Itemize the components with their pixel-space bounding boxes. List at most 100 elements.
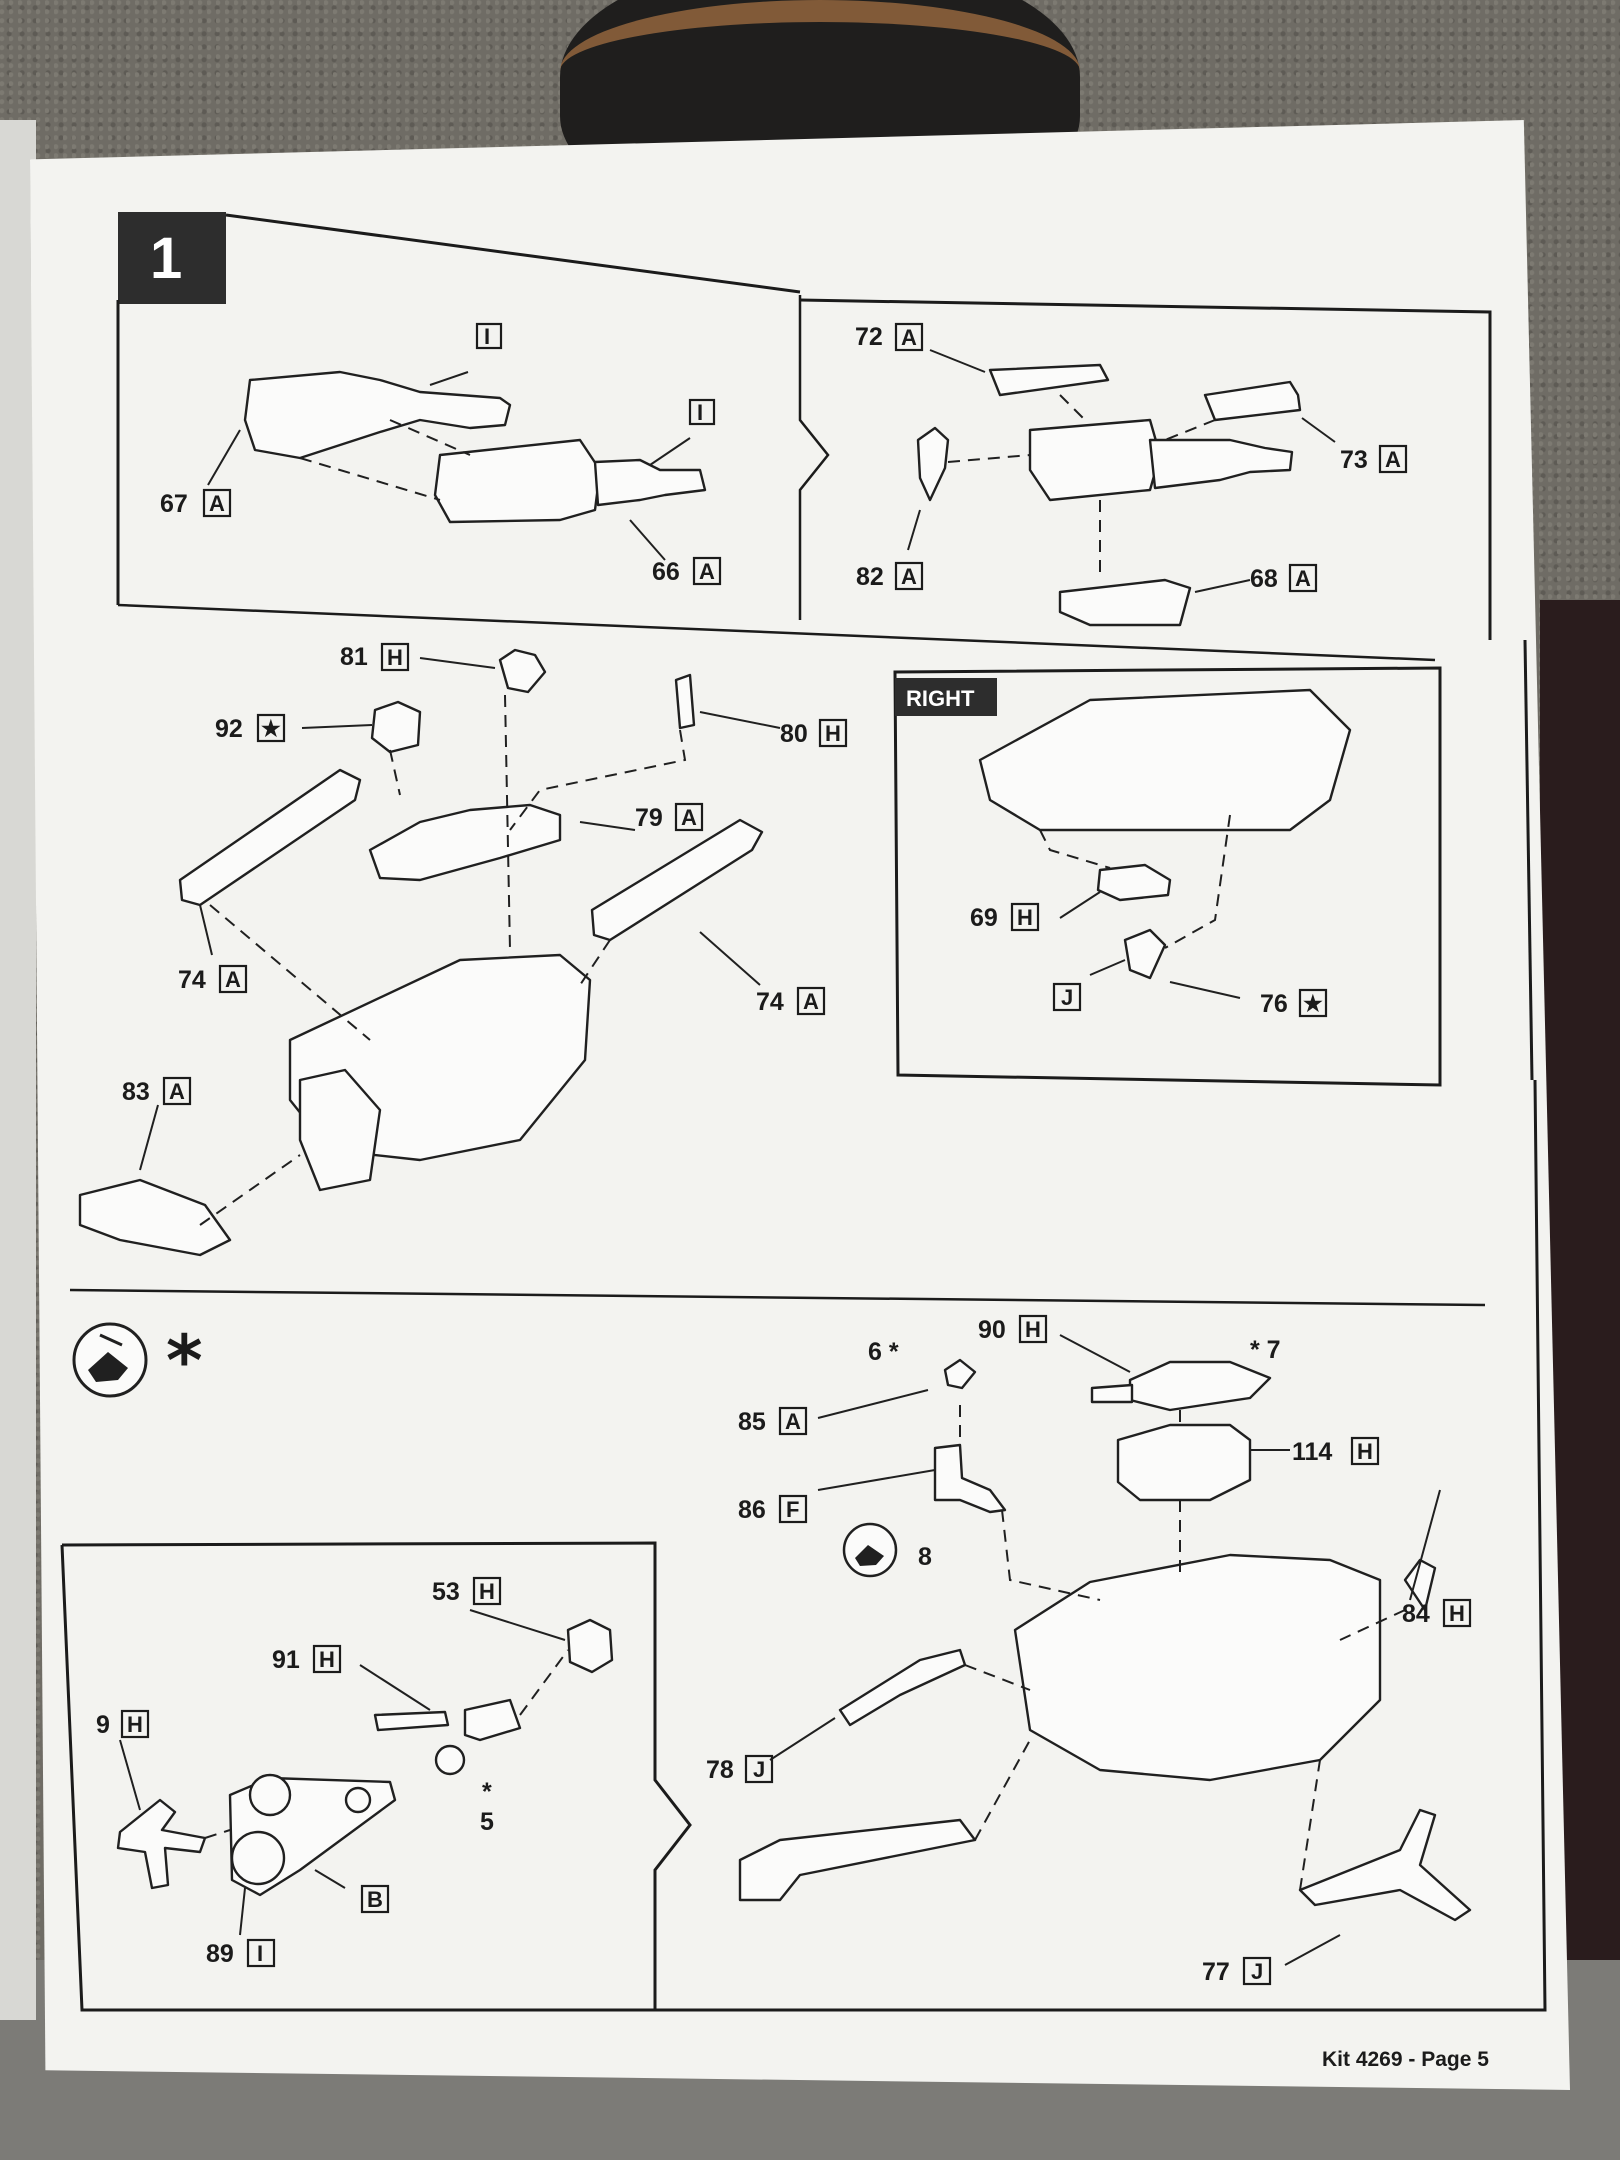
callout-p3-0: 81 H [340,642,410,672]
panel-divider-chevron-top [798,295,830,620]
svg-text:J: J [1251,1959,1263,1984]
callout-p1-1: I [688,398,716,426]
belt-inset-frame [61,1541,692,2010]
callout-p3-4: 74 A [178,964,248,994]
svg-text:76: 76 [1260,990,1288,1018]
right-tag-bg [895,678,997,716]
callout-p5-6: 77 J [1202,1956,1272,1986]
paint-icon-small [842,1522,898,1578]
paint-note-7: * 7 [1250,1336,1281,1364]
paint-note-star-5: * [482,1778,492,1806]
callout-p4-0: 69 H [970,902,1040,932]
svg-text:A: A [901,564,917,589]
svg-text:83: 83 [122,1078,150,1106]
paint-star: * [166,1320,203,1402]
svg-text:78: 78 [706,1756,734,1784]
callout-p1-3: 66 A [652,556,722,586]
paint-note-5: 5 [480,1808,494,1836]
svg-text:H: H [825,721,841,746]
frame-top [225,213,1492,640]
svg-text:A: A [681,805,697,830]
callout-p5-2: 114 H [1292,1436,1380,1466]
sheet-back-page [0,120,36,2020]
svg-text:A: A [785,1409,801,1434]
panel4-callouts: 69 H J 76 ★ [970,902,1328,1018]
svg-text:B: B [367,1887,383,1912]
svg-text:I: I [257,1941,263,1966]
callout-p6-2: 9 H [96,1709,150,1739]
panel3-callouts: 81 H 92 ★ 80 H 79 A 74 A 74 A [122,642,848,1106]
svg-text:I: I [697,400,703,425]
svg-text:74: 74 [756,988,784,1016]
transmission-assembly-art [207,370,707,561]
callout-p3-6: 83 A [122,1076,192,1106]
callout-p3-5: 74 A [756,986,826,1016]
svg-text:68: 68 [1250,565,1278,593]
svg-text:I: I [484,324,490,349]
svg-text:72: 72 [855,323,883,351]
callout-p5-5: 78 J [706,1754,774,1784]
svg-text:9: 9 [96,1711,110,1739]
svg-text:80: 80 [780,720,808,748]
callout-p2-3: 68 A [1250,563,1318,593]
right-inset-frame [893,666,1442,1087]
svg-text:114: 114 [1292,1438,1332,1466]
callout-p6-1: 91 H [272,1644,342,1674]
callout-p5-0: 90 H [978,1314,1048,1344]
callout-p4-2: 76 ★ [1260,988,1328,1018]
svg-text:85: 85 [738,1408,766,1436]
svg-text:67: 67 [160,490,188,518]
panel1-callouts: I I 67 A 66 A [160,322,722,586]
svg-text:A: A [1295,566,1311,591]
svg-text:82: 82 [856,563,884,591]
callout-p5-3: 86 F [738,1494,808,1524]
svg-text:89: 89 [206,1940,234,1968]
rule-1 [117,603,1436,662]
svg-text:A: A [1385,447,1401,472]
svg-text:74: 74 [178,966,206,994]
air-cleaner-distributor-art [738,1334,1472,1966]
belt-pulley-fan-art [116,1609,614,1936]
svg-text:H: H [1017,905,1033,930]
callout-p2-1: 73 A [1340,444,1408,474]
svg-text:J: J [1061,985,1073,1010]
paint-note-8: 8 [918,1543,932,1571]
callout-p1-2: 67 A [160,488,232,518]
svg-text:69: 69 [970,904,998,932]
svg-text:H: H [127,1712,143,1737]
callout-p6-0: 53 H [432,1576,502,1606]
svg-text:66: 66 [652,558,680,586]
engine-block-art [78,648,781,1257]
callout-p3-2: 80 H [780,718,848,748]
svg-text:A: A [225,967,241,992]
svg-text:A: A [901,325,917,350]
callout-p3-3: 79 A [635,802,704,832]
callout-p5-4: 84 H [1402,1598,1472,1628]
svg-text:81: 81 [340,643,368,671]
svg-text:★: ★ [1303,991,1323,1016]
panel6-callouts: * 5 53 H 91 H 9 H B 89 I [96,1576,502,1968]
svg-text:H: H [319,1647,335,1672]
panel2-callouts: 72 A 73 A 82 A 68 A [855,322,1408,593]
rule-2 [69,1288,1486,1307]
callout-p5-1: 85 A [738,1406,808,1436]
svg-text:73: 73 [1340,446,1368,474]
right-side-starter-art [978,688,1352,999]
svg-text:84: 84 [1402,1600,1430,1628]
callout-p3-1: 92 ★ [215,713,286,743]
svg-text:F: F [786,1497,799,1522]
svg-text:90: 90 [978,1316,1006,1344]
panel5-callouts: 6 * * 7 8 90 H 85 A 114 H 86 F 84 H [706,1314,1472,1986]
svg-text:★: ★ [261,716,281,741]
svg-text:H: H [387,645,403,670]
svg-text:A: A [209,491,225,516]
page-footer: Kit 4269 - Page 5 [1322,2048,1489,2071]
callout-p6-4: 89 I [206,1938,276,1968]
svg-text:53: 53 [432,1578,460,1606]
svg-text:H: H [1025,1317,1041,1342]
svg-text:H: H [1357,1439,1373,1464]
step-number: 1 [150,226,182,291]
svg-text:J: J [753,1757,765,1782]
paint-note-6: 6 * [868,1338,899,1366]
